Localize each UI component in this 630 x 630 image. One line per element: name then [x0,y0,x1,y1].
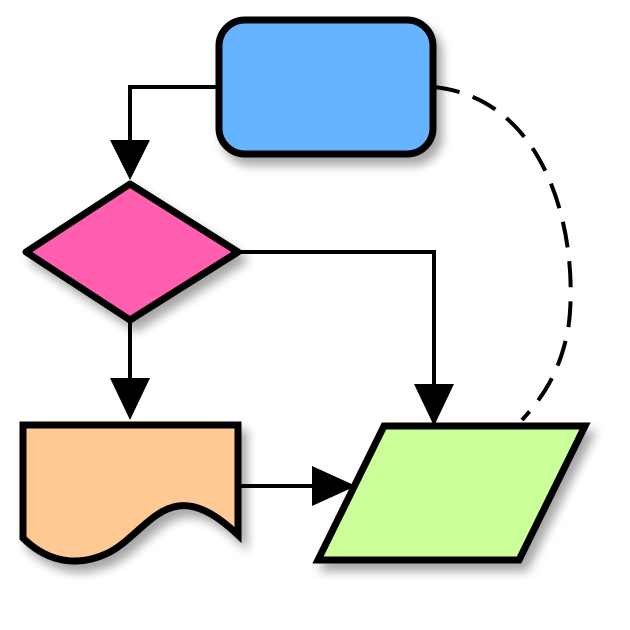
arrowhead-icon [414,384,454,426]
document-shape[interactable] [19,421,242,565]
process-rectangle[interactable] [215,16,437,158]
decision-diamond[interactable] [22,180,242,324]
arrowhead-icon [110,378,150,420]
data-parallelogram[interactable] [312,422,591,564]
arrowhead-icon [312,466,356,506]
connector-process-to-decision [128,85,220,142]
connector-decision-to-data [238,250,436,392]
arrowhead-icon [110,140,150,180]
connector-process-to-data [433,85,573,422]
arrowheads [110,140,454,506]
